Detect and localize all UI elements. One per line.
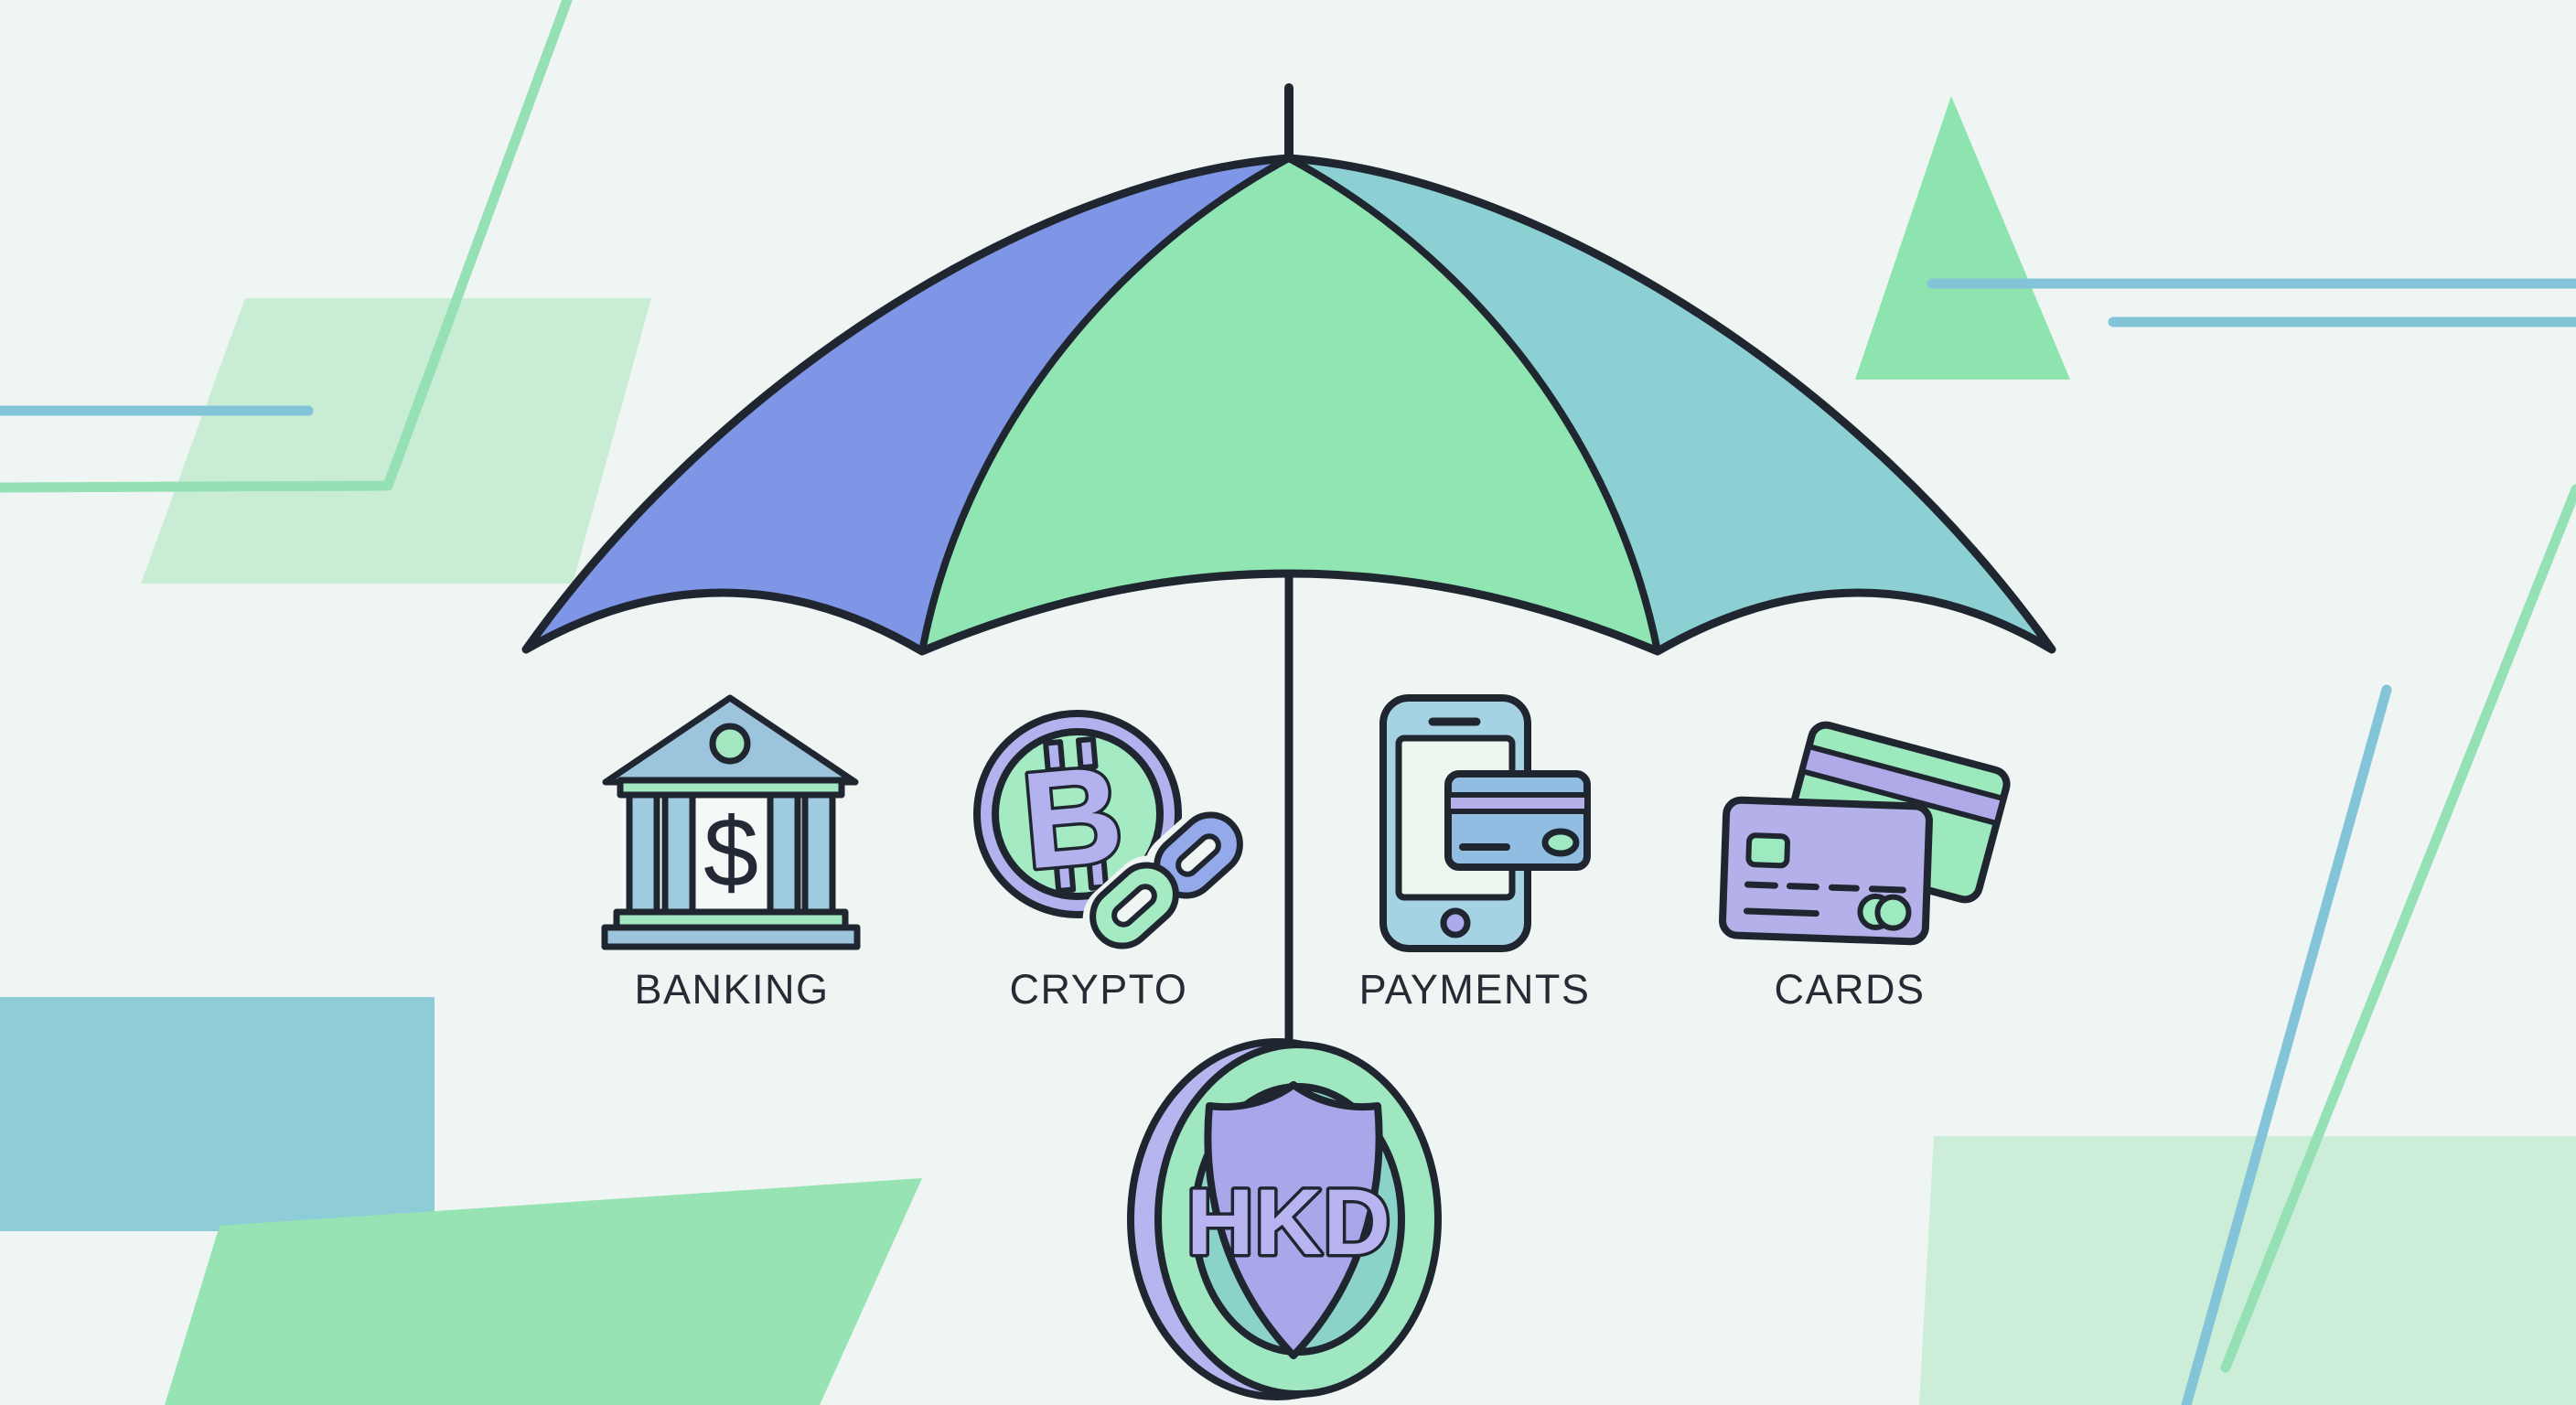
- credit-card-back-stripe: [1799, 744, 2006, 827]
- category-label-cards: CARDS: [1774, 966, 1925, 1013]
- credit-cards-icon: [1719, 721, 2011, 946]
- decor-teal-rect-bottom-left: [0, 997, 435, 1231]
- bank-column-4: [801, 791, 836, 916]
- decor-parallelogram-bottom-right: [1919, 1136, 2576, 1405]
- credit-card-front: [1719, 796, 1933, 946]
- bank-column-1: [626, 791, 660, 916]
- bitcoin-coin-face: [992, 728, 1164, 900]
- decor-triangle-top-right: [1855, 96, 2070, 380]
- umbrella-panel-left: [526, 158, 1289, 651]
- decor-green-shape-bottom-left: [165, 1178, 922, 1405]
- bitcoin-chain-icon: B: [973, 710, 1253, 956]
- payment-card-stripe: [1445, 792, 1590, 814]
- credit-card-number-dashes: [1743, 881, 1906, 917]
- decor-parallelogram-top-left: [141, 298, 651, 584]
- credit-card-logo-circle-2: [1874, 894, 1912, 931]
- payment-card-chip: [1541, 828, 1580, 857]
- phone-credit-card-icon: [1379, 694, 1591, 952]
- umbrella-seam-left: [918, 155, 1291, 652]
- decor-green-line-top-left: [0, 0, 573, 493]
- umbrella-panel-right: [1289, 158, 2052, 651]
- bank-beam: [617, 777, 845, 799]
- hkd-coin-label: HKD: [1186, 1170, 1391, 1274]
- umbrella-seam-right: [1287, 155, 1661, 652]
- bank-dollar-sign: $: [703, 797, 758, 907]
- credit-card-chip: [1745, 832, 1791, 869]
- bitcoin-tick-top-left: [1043, 739, 1066, 774]
- phone-home-button: [1440, 907, 1471, 938]
- category-label-crypto: CRYPTO: [1010, 966, 1188, 1013]
- shield-icon: [1204, 1081, 1383, 1359]
- bank-column-2: [661, 791, 696, 916]
- bitcoin-tick-bottom-right: [1086, 856, 1110, 891]
- category-labels: BANKING CRYPTO PAYMENTS CARDS: [634, 966, 1925, 1013]
- category-label-payments: PAYMENTS: [1359, 966, 1591, 1013]
- bitcoin-b-letter: B: [1016, 736, 1129, 898]
- chain-link-green: [1089, 862, 1179, 949]
- bitcoin-tick-top-right: [1075, 735, 1099, 771]
- decor-green-line-bottom-right: [2220, 484, 2576, 1373]
- umbrella-canopy-outline: [521, 154, 2056, 656]
- decor-teal-line-bottom-right: [2181, 684, 2392, 1405]
- bank-foundation: [601, 924, 861, 950]
- umbrella: [521, 83, 2056, 1061]
- hkd-coin: HKD: [1127, 1038, 1442, 1400]
- bank-pediment-circle: [709, 723, 751, 765]
- bank-column-3: [767, 791, 801, 916]
- category-label-banking: BANKING: [634, 966, 829, 1013]
- bitcoin-tick-bottom-left: [1053, 859, 1077, 894]
- bank-building-icon: $: [601, 694, 861, 950]
- bitcoin-b-symbol: B: [1013, 733, 1132, 901]
- chain-link-blue: [1154, 811, 1243, 899]
